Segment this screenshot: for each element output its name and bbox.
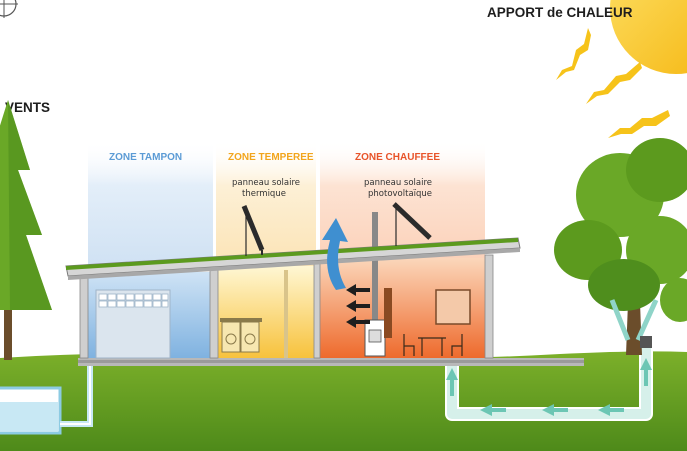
garage-door bbox=[95, 289, 171, 359]
ventilation-arrow-icon bbox=[322, 218, 348, 290]
panel-thermique-line2: thermique bbox=[242, 189, 286, 199]
wall-mid2 bbox=[313, 261, 321, 359]
wood-stove bbox=[364, 236, 386, 357]
ground bbox=[0, 351, 687, 451]
compass-icon bbox=[0, 0, 18, 18]
dining-table bbox=[403, 334, 463, 356]
water-tank bbox=[0, 366, 93, 435]
appliances bbox=[220, 318, 262, 353]
wall-painting bbox=[435, 289, 471, 325]
heat-arrow-icon bbox=[346, 284, 370, 328]
zone-tampon-band bbox=[88, 140, 213, 270]
zone-chauffee-label: ZONE CHAUFFEE bbox=[355, 152, 440, 163]
conifer-tree bbox=[0, 100, 52, 360]
zone-temperee-label: ZONE TEMPEREE bbox=[228, 152, 314, 163]
heat-ray-icon bbox=[556, 28, 670, 138]
panel-thermique-line1: panneau solaire bbox=[232, 178, 300, 188]
apport-chaleur-label: APPORT de CHALEUR bbox=[487, 5, 633, 20]
wall-left bbox=[79, 271, 89, 359]
zone-tampon-label: ZONE TAMPON bbox=[109, 152, 182, 163]
wall-mid1 bbox=[209, 267, 219, 359]
green-roof bbox=[65, 237, 521, 280]
wall-right bbox=[484, 254, 494, 359]
panel-photovoltaique-line1: panneau solaire bbox=[364, 178, 432, 188]
vents-label: VENTS bbox=[5, 100, 50, 115]
solar-thermal-panel bbox=[241, 205, 265, 256]
zone-temperee-band bbox=[216, 140, 316, 270]
sun-icon bbox=[610, 0, 687, 74]
chimney bbox=[372, 212, 378, 242]
airflow-arrow-icon bbox=[446, 358, 652, 416]
panel-photovoltaique-line2: photovoltaïque bbox=[368, 189, 432, 199]
deciduous-tree bbox=[554, 138, 687, 355]
solar-pv-panel bbox=[392, 202, 432, 246]
